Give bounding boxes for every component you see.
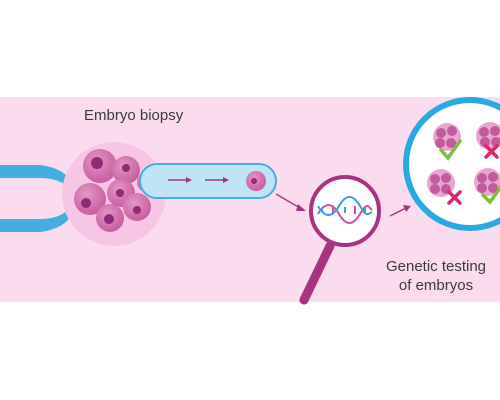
genetic-testing-label: Genetic testing of embryos [382,257,490,295]
embryo-cell [74,183,106,215]
embryo-result-top-left [433,123,462,161]
results-circle [403,97,500,231]
embryo-biopsy-label: Embryo biopsy [84,107,184,124]
biopsy-pipette [139,163,277,199]
embryo-result-bottom-left [427,169,462,205]
holding-pipette [0,165,74,232]
arrow-icon [168,177,229,183]
dna-icon [317,196,373,224]
arrow-icon [389,205,411,217]
genetic-testing-line-2: of embryos [398,277,474,294]
cross-icon [447,190,462,205]
arrow-icon [275,193,306,211]
genetic-testing-line-1: Genetic testing [385,258,487,275]
check-icon [481,186,500,205]
magnifier-icon [299,175,381,305]
check-icon [439,139,462,161]
embryo-result-bottom-right [474,168,500,205]
embryo-result-top-right [476,122,500,159]
cross-icon [484,144,499,159]
